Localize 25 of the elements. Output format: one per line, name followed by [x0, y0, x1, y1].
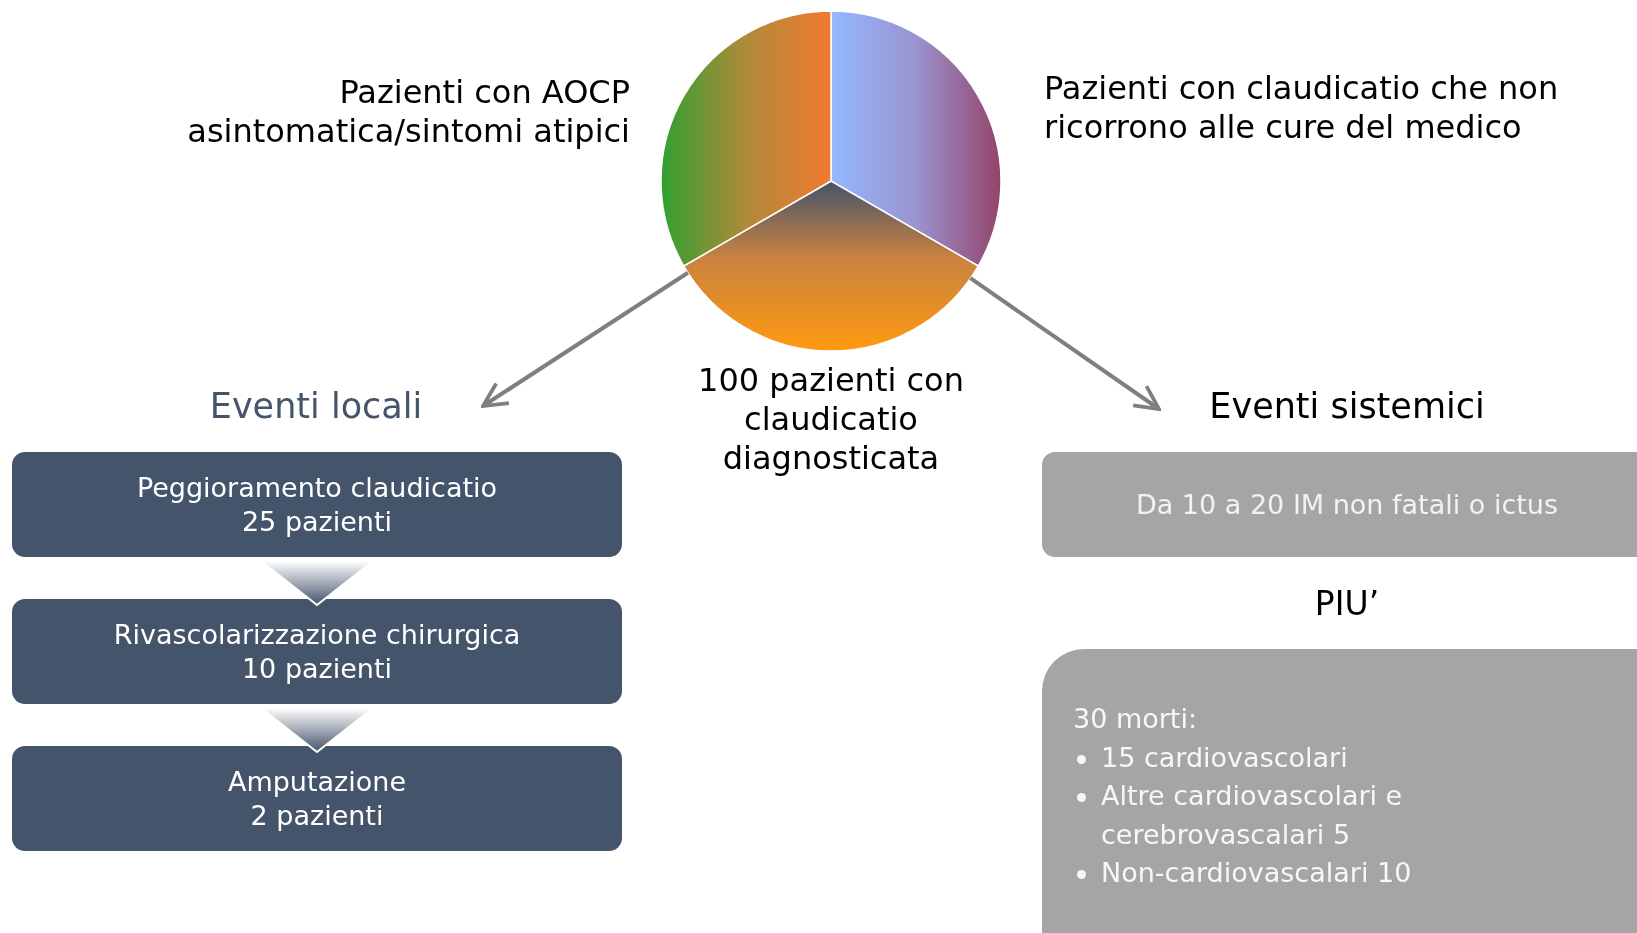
pie-chart-drawing: [661, 11, 1001, 351]
rounded-box: [1042, 452, 1637, 557]
rounded-box: [12, 599, 622, 704]
section-heading: Eventi sistemici: [1160, 383, 1534, 429]
rounded-box: [12, 452, 622, 557]
box-text: Da 10 a 20 IM non fatali o ictus: [1135, 487, 1559, 522]
list-item: Altre cardiovascolari e cerebrovascalari 5: [1101, 780, 1403, 850]
sector-caption: Pazienti con AOCP asintomatica/sintomi atipici: [186, 73, 630, 151]
list-item: 15 cardiovascolari: [1101, 741, 1348, 773]
arrow: [969, 276, 1161, 411]
list-item: Non-cardiovascalari 10: [1101, 857, 1412, 888]
list-heading: 30 morti:: [1073, 702, 1199, 736]
section-heading: Eventi locali: [150, 383, 482, 429]
box-text: Peggioramento claudicatio: [136, 470, 498, 505]
sector-caption: 100 pazienti con claudicatio diagnosticata: [697, 361, 965, 478]
sector-caption: Pazienti con claudicatio che non ricorrono alle cure del medico: [1044, 69, 1560, 147]
box-text: 2 pazienti: [250, 798, 384, 833]
arrow: [481, 271, 689, 408]
box-text: 10 pazienti: [241, 651, 393, 686]
rounded-panel: [1042, 649, 1637, 933]
box-text: 25 pazienti: [241, 504, 393, 539]
box-text: Rivascolarizzazione chirurgica: [113, 617, 521, 652]
rounded-box: [12, 746, 622, 851]
box-text: Amputazione: [227, 764, 407, 799]
connector-text: PIU’: [1313, 583, 1381, 625]
